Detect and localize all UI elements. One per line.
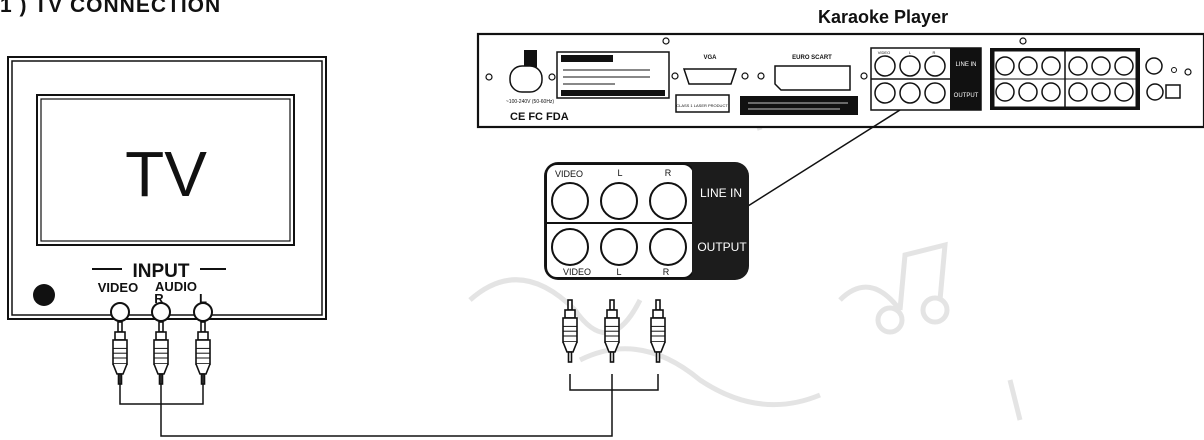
zoom-line-in-label: LINE IN: [700, 186, 742, 200]
panel-output-video-jack-icon: [874, 82, 896, 104]
panel-output-r-jack-icon: [924, 82, 946, 104]
player-title: Karaoke Player: [818, 7, 949, 27]
zoom-video-top-label: VIDEO: [555, 169, 583, 179]
tv-video-label: VIDEO: [98, 280, 138, 295]
power-socket-icon: [509, 65, 543, 93]
optical-port-icon: [1165, 84, 1181, 99]
av-cable: [119, 374, 659, 437]
zoom-l-top-label: L: [617, 168, 622, 178]
tv-l-label: L: [199, 291, 207, 306]
zoom-output-label: OUTPUT: [697, 240, 747, 254]
panel-output-l-jack-icon: [899, 82, 921, 104]
player-rca-plugs: [562, 299, 666, 363]
zoom-r-bottom-label: R: [663, 267, 670, 277]
certification-marks: CE FC FDA: [510, 111, 569, 123]
coaxial-jack-icon: [1145, 57, 1163, 75]
zoom-output-video-jack-icon: [551, 228, 589, 266]
tv-audio-r-jack-icon: [151, 302, 171, 322]
player-video-plug-icon: [562, 299, 578, 363]
tv-screen-label: TV: [125, 138, 207, 210]
power-button-icon: [33, 284, 55, 306]
tv-r-label: R: [154, 291, 164, 306]
laser-sticker-label: CLASS 1 LASER PRODUCT: [676, 103, 728, 108]
svg-text:VIDEO: VIDEO: [878, 50, 890, 55]
svg-text:R: R: [933, 50, 936, 55]
zoom-r-top-label: R: [665, 168, 672, 178]
svg-text:L: L: [909, 50, 912, 55]
power-switch-icon: [524, 50, 537, 67]
zoom-leader-line: [747, 109, 901, 207]
tv-unit: TV INPUT VIDEO AUDIO R L: [7, 56, 327, 322]
player-rear-panel: ~100-240V (50-60Hz) CE FC FDA VGA CLASS …: [476, 32, 1204, 129]
vga-label: VGA: [703, 55, 717, 61]
panel-output-label: OUTPUT: [954, 93, 979, 99]
scart-port-icon: [774, 65, 851, 91]
player-audio-l-plug-icon: [604, 299, 620, 363]
zoomed-av-panel: VIDEO L R VIDEO L R LINE IN OUTPUT: [544, 162, 749, 280]
zoom-line-in-r-jack-icon: [649, 182, 687, 220]
panel-av-block: LINE IN OUTPUT VIDEO L R: [870, 47, 982, 111]
panel-5-1-block: [990, 48, 1140, 110]
zoom-video-bottom-label: VIDEO: [563, 267, 591, 277]
panel-line-in-l-jack-icon: [899, 55, 921, 77]
player-audio-r-plug-icon: [650, 299, 666, 363]
panel-line-in-label: LINE IN: [955, 62, 976, 68]
warning-label: [740, 96, 858, 115]
tv-video-jack-icon: [110, 302, 130, 322]
zoom-line-in-l-jack-icon: [600, 182, 638, 220]
tv-audio-label: AUDIO: [155, 279, 197, 294]
tv-audio-l-jack-icon: [193, 302, 213, 322]
zoom-output-r-jack-icon: [649, 228, 687, 266]
panel-line-in-r-jack-icon: [924, 55, 946, 77]
zoom-output-l-jack-icon: [600, 228, 638, 266]
input-label: INPUT: [133, 261, 190, 282]
power-spec-label: ~100-240V (50-60Hz): [506, 99, 555, 105]
tv-audio-l-plug-icon: [195, 321, 211, 385]
panel-line-in-video-jack-icon: [874, 55, 896, 77]
vga-port-icon: [682, 68, 738, 85]
diagram-heading: 1 ) TV CONNECTION: [0, 0, 222, 17]
laser-sticker: [675, 94, 730, 113]
zoom-line-in-video-jack-icon: [551, 182, 589, 220]
tv-screen: [36, 94, 295, 246]
euro-scart-label: EURO SCART: [792, 55, 832, 61]
zoom-l-bottom-label: L: [616, 267, 621, 277]
